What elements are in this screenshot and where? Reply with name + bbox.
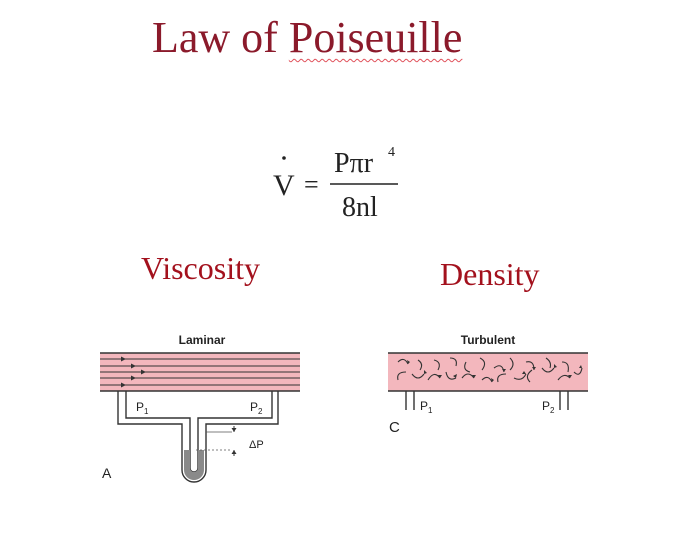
formula-svg: V = Pπr 4 8nl <box>273 145 398 223</box>
turbulent-diagram: Turbulent P1 <box>384 328 594 488</box>
slide-title-prefix: Law of <box>152 13 289 62</box>
laminar-svg: Laminar ΔP <box>100 333 300 483</box>
slide-title-word: Poiseuille <box>288 13 463 62</box>
viscosity-label: Viscosity <box>141 250 260 286</box>
laminar-p1: P1 <box>136 400 149 416</box>
turbulent-p2: P2 <box>542 399 555 415</box>
dot-over-v <box>282 156 286 160</box>
formula-equals: = <box>304 170 319 199</box>
turbulent-stub-right <box>559 391 569 410</box>
formula-lhs: V <box>273 169 295 202</box>
formula-numerator: Pπr <box>334 148 374 179</box>
delta-p-label: ΔP <box>249 439 264 451</box>
formula-denominator: 8nl <box>342 192 378 223</box>
eddy-arrowheads <box>407 360 582 382</box>
manometer-fluid <box>184 450 204 480</box>
velocity-arrows <box>121 356 146 388</box>
poiseuille-formula: V = Pπr 4 8nl <box>268 140 408 230</box>
turbulent-title: Turbulent <box>461 333 515 347</box>
turbulent-tube <box>388 353 588 391</box>
laminar-diagram: Laminar ΔP <box>96 328 308 488</box>
panel-letter-c: C <box>389 419 400 436</box>
laminar-title: Laminar <box>179 333 226 347</box>
slide-title: Law of Poiseuille <box>152 12 462 63</box>
turbulent-p1: P1 <box>420 399 433 415</box>
laminar-p2: P2 <box>250 400 263 416</box>
formula-exponent: 4 <box>388 145 395 160</box>
manometer-outer <box>117 391 279 483</box>
turbulent-svg: Turbulent P1 <box>388 333 588 436</box>
density-label: Density <box>440 256 540 292</box>
panel-letter-a: A <box>102 465 112 481</box>
turbulent-stub-left <box>405 391 415 410</box>
